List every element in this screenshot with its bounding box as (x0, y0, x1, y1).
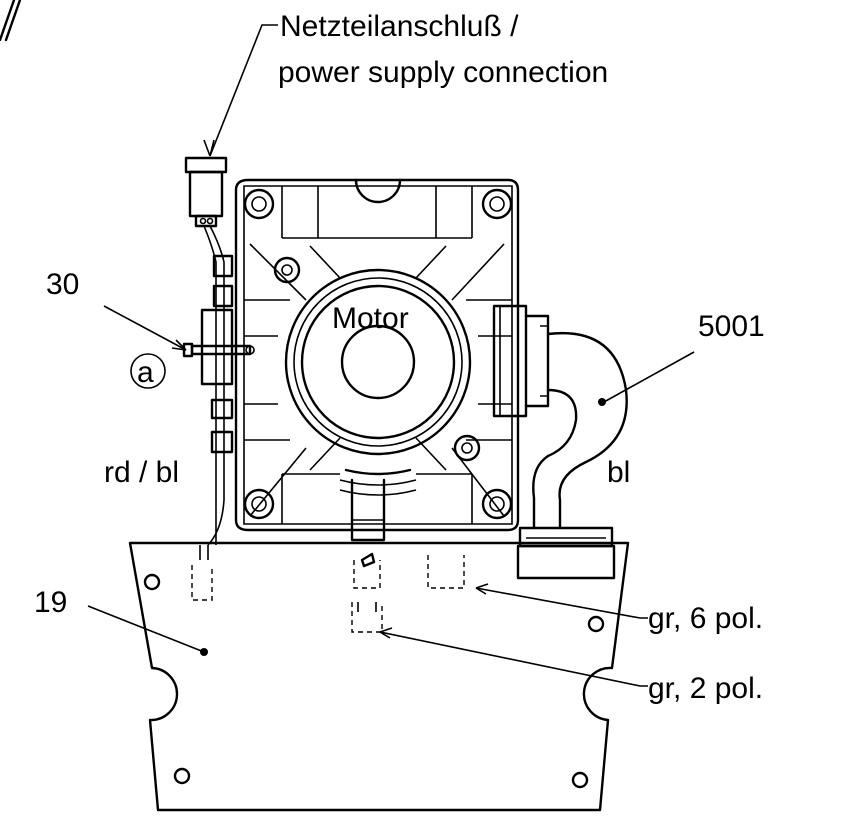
label-motor: Motor (332, 302, 409, 335)
label-wire-bl: bl (607, 456, 630, 489)
mounting-hole (143, 573, 161, 591)
mounting-hole (173, 767, 191, 785)
power-supply-connector (184, 156, 228, 228)
corner-boss (243, 488, 275, 520)
motor-outer-ring (284, 268, 472, 456)
corner-boss (481, 188, 513, 220)
label-part-19: 19 (34, 586, 67, 619)
hidden-connector-2pol (351, 602, 383, 633)
motor-housing (234, 178, 520, 568)
detail-marker-circle (130, 353, 166, 389)
hidden-connector-left (191, 565, 213, 601)
board-connector-5001 (516, 544, 616, 580)
corner-boss (481, 488, 513, 520)
label-power-connection-en: power supply connection (278, 56, 608, 89)
corner-fragment (0, 0, 22, 42)
hidden-connector-6pol (427, 555, 465, 589)
mounting-hole (571, 771, 589, 789)
hidden-connector-center (353, 560, 381, 589)
inner-boss (453, 434, 481, 462)
motor-shaft (340, 324, 416, 400)
corner-boss (243, 188, 275, 220)
label-part-5001: 5001 (698, 310, 765, 343)
label-power-connection-de: Netzteilanschluß / (280, 10, 519, 43)
label-part-30: 30 (46, 268, 79, 301)
leader-lines (87, 24, 695, 687)
connector-5001 (492, 304, 528, 418)
label-wire-rd-bl: rd / bl (104, 456, 179, 489)
inner-boss (273, 256, 301, 284)
wire-clamp-30 (182, 308, 255, 386)
label-connector-2pol: gr, 2 pol. (648, 672, 763, 705)
circuit-board (128, 541, 630, 812)
label-connector-6pol: gr, 6 pol. (648, 602, 763, 635)
mounting-hole (587, 615, 605, 633)
cable-5001 (492, 304, 628, 580)
label-detail-a: a (137, 356, 154, 389)
wire-bundle-rd-bl (199, 225, 234, 560)
